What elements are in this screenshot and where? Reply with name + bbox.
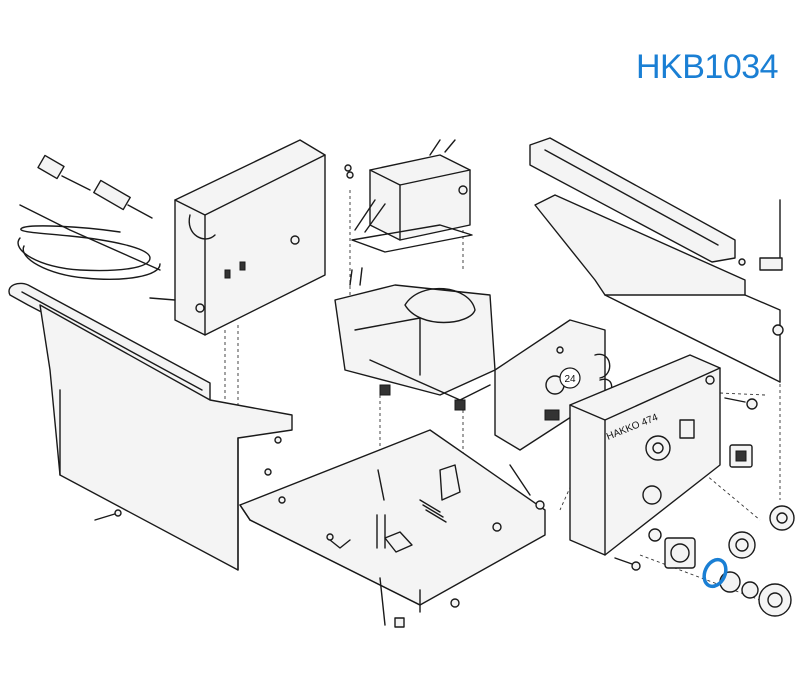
callout-24: 24 [559,367,581,389]
switch-and-connectors [648,444,795,617]
pump-assembly [334,267,496,411]
top-cover-rail [529,137,784,383]
front-frame [149,139,326,336]
bottom-chassis [239,429,546,613]
highlighted-o-ring [702,557,728,589]
screws-and-fasteners [94,164,758,628]
power-cord [17,154,161,280]
part-code-title: HKB1034 [636,48,779,86]
left-side-cover [8,282,293,571]
callout-24-label: 24 [564,374,576,385]
front-panel: HAKKO 474 [569,354,721,556]
transformer [346,139,473,253]
